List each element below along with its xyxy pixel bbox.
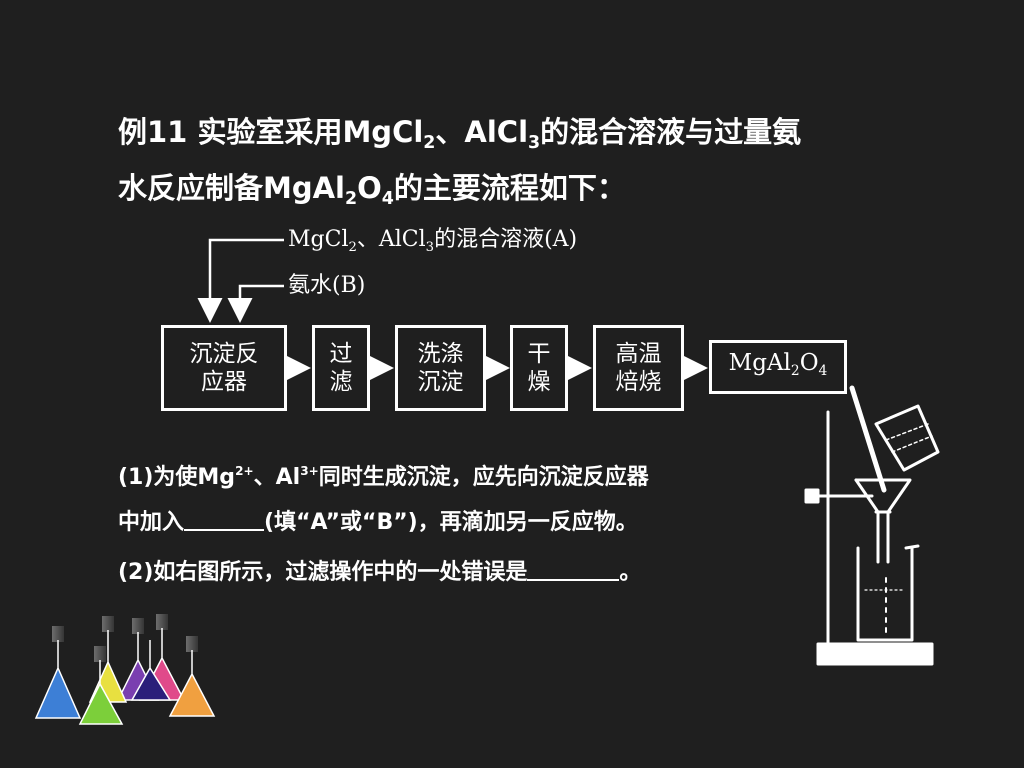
heading-line-2: 水反应制备MgAl2O4的主要流程如下： bbox=[118, 171, 626, 209]
answer-blank-2 bbox=[527, 559, 620, 581]
heading-line-1: 例11 实验室采用MgCl2、AlCl3的混合溶液与过量氨 bbox=[118, 115, 802, 153]
box-precipitation-reactor: 沉淀反应器 bbox=[161, 325, 287, 411]
box-filtration: 过滤 bbox=[312, 325, 370, 411]
input-b-label: 氨水(B) bbox=[288, 273, 366, 298]
input-a-arrow bbox=[197, 238, 284, 323]
box-drying: 干燥 bbox=[510, 325, 568, 411]
box-wash-precipitate: 洗涤沉淀 bbox=[395, 325, 486, 411]
question-1-line-2: 中加入(填“A”或“B”)，再滴加另一反应物。 bbox=[118, 509, 638, 535]
input-b-arrow bbox=[227, 284, 284, 323]
question-1-line-1: (1)为使Mg2+、Al3+同时生成沉淀，应先向沉淀反应器 bbox=[118, 464, 649, 490]
answer-blank-1 bbox=[184, 509, 265, 531]
question-2: (2)如右图所示，过滤操作中的一处错误是。 bbox=[118, 559, 642, 585]
box-calcination: 高温焙烧 bbox=[593, 325, 684, 411]
input-a-label: MgCl2、AlCl3的混合溶液(A) bbox=[288, 227, 578, 255]
box-product: MgAl2O4 bbox=[709, 340, 847, 394]
